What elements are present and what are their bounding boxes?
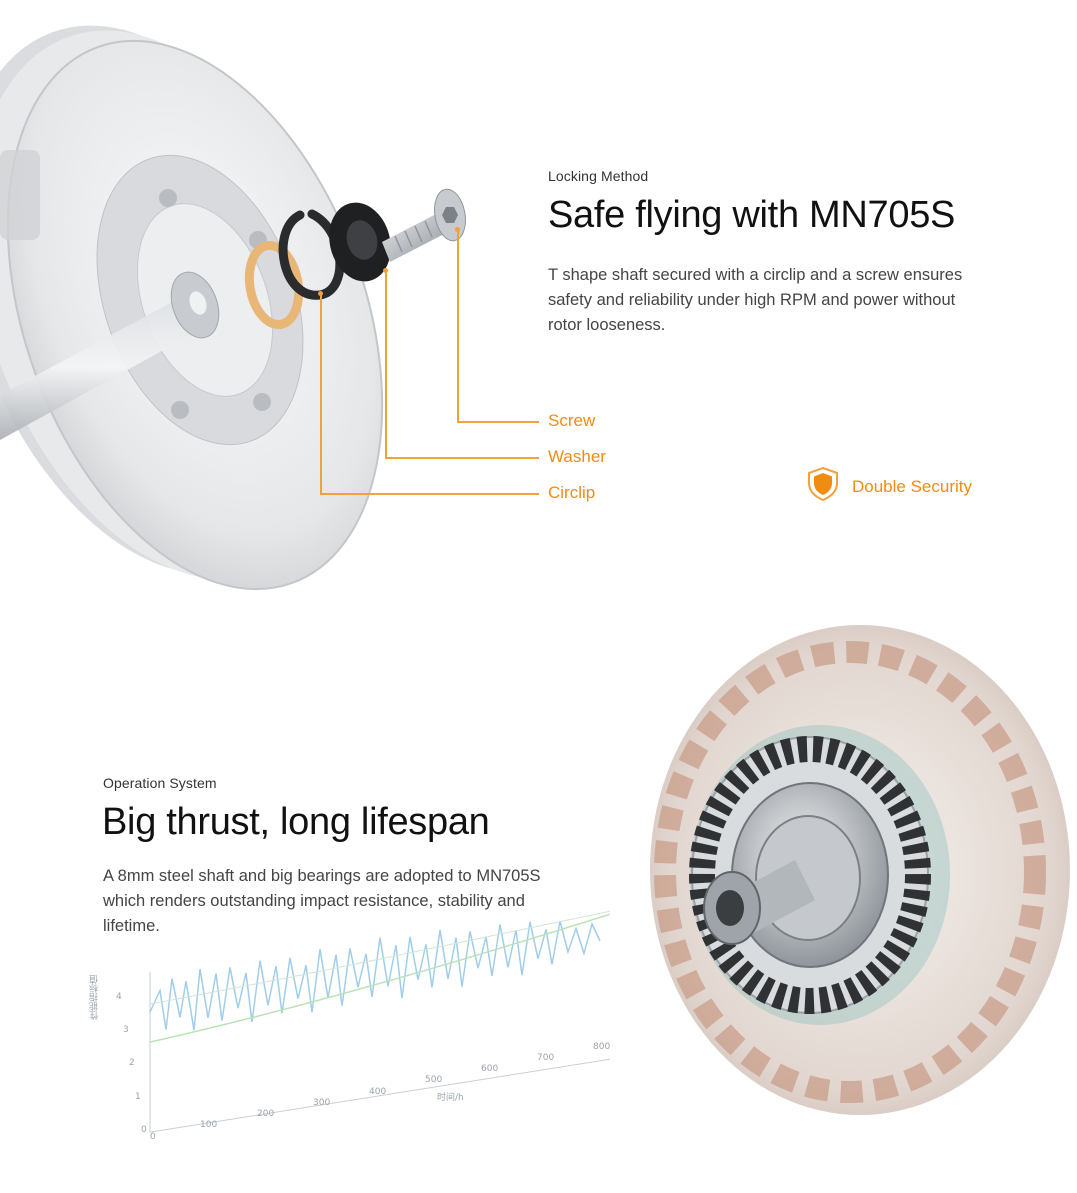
- washer-ring: [244, 240, 304, 330]
- double-security-label: Double Security: [852, 476, 973, 496]
- lifespan-graph-background: [149, 910, 611, 1133]
- graph-signal: [149, 920, 601, 1031]
- graph-y-label: 性能指标值: [90, 975, 100, 1020]
- graph-x-tick-7: 700: [537, 1053, 555, 1063]
- graph-x-tick-8: 800: [593, 1042, 611, 1052]
- callout-screw: Screw: [548, 411, 596, 430]
- motor-exploded-illustration: [0, 25, 466, 591]
- double-security-badge: Double Security: [806, 466, 972, 507]
- shield-icon: [806, 466, 840, 507]
- graph-y-tick-4: 4: [116, 992, 122, 1002]
- graph-x-tick-6: 600: [481, 1064, 499, 1074]
- operation-eyebrow: Operation System: [103, 775, 217, 791]
- graph-x-tick-3: 300: [313, 1098, 331, 1108]
- operation-description: A 8mm steel shaft and big bearings are a…: [103, 867, 541, 935]
- graph-y-tick-3: 3: [123, 1025, 129, 1035]
- graph-x-tick-0: 0: [150, 1132, 156, 1142]
- graph-x-tick-1: 100: [200, 1120, 218, 1130]
- locking-description: T shape shaft secured with a circlip and…: [548, 266, 963, 334]
- graph-x-tick-2: 200: [257, 1109, 275, 1119]
- operation-title: Big thrust, long lifespan: [102, 801, 490, 843]
- graph-x-tick-4: 400: [369, 1087, 387, 1097]
- locking-eyebrow: Locking Method: [548, 168, 649, 184]
- motor-stator-illustration: [650, 625, 1070, 1115]
- callout-circlip: Circlip: [548, 483, 596, 502]
- graph-x-label: 时间/h: [437, 1093, 464, 1103]
- graph-y-tick-2: 2: [129, 1058, 135, 1068]
- locking-title: Safe flying with MN705S: [548, 194, 956, 236]
- graph-x-tick-5: 500: [425, 1075, 443, 1085]
- graph-y-tick-0: 0: [141, 1125, 147, 1135]
- callout-washer: Washer: [548, 447, 606, 466]
- graph-y-tick-1: 1: [135, 1092, 141, 1102]
